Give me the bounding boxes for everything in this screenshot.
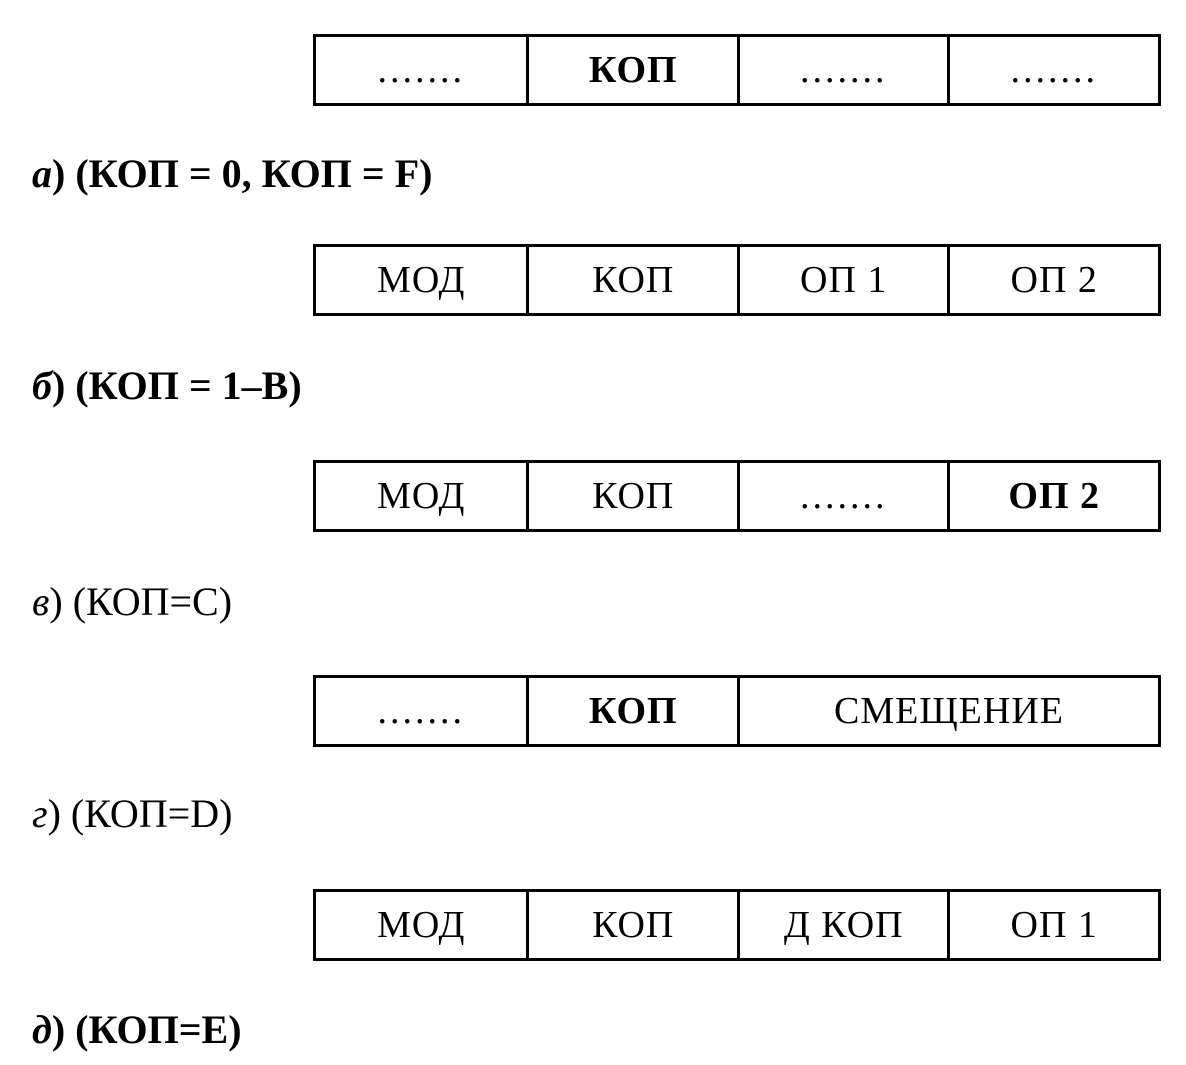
format-c-field-4: ОП 2 bbox=[947, 463, 1158, 529]
format-d-caption: г) (КОП=D) bbox=[32, 790, 232, 837]
format-b-field-1: МОД bbox=[377, 259, 466, 301]
format-d-caption-letter: г bbox=[32, 791, 48, 836]
format-e-field-2: КОП bbox=[526, 892, 737, 958]
format-b-field-4: ОП 2 bbox=[947, 247, 1158, 313]
format-b-caption-letter: б bbox=[32, 363, 52, 408]
format-c-field-1: МОД bbox=[377, 475, 466, 517]
format-e-caption: д) (КОП=Е) bbox=[32, 1006, 242, 1053]
format-d-caption-text: ) (КОП=D) bbox=[47, 791, 233, 836]
format-b-field-2: КОП bbox=[526, 247, 737, 313]
format-a-field-4: ....... bbox=[947, 37, 1158, 103]
format-c-caption: в) (КОП=С) bbox=[32, 578, 232, 625]
format-c-caption-letter: в bbox=[32, 579, 50, 624]
format-d-field-1: ....... bbox=[377, 690, 465, 732]
format-e-row: МОД КОП Д КОП ОП 1 bbox=[313, 889, 1161, 961]
format-e-field-4: ОП 1 bbox=[947, 892, 1158, 958]
format-b-caption: б) (КОП = 1–B) bbox=[32, 362, 302, 409]
format-e-field-1: МОД bbox=[377, 904, 466, 946]
format-a-row: ....... КОП ....... ....... bbox=[313, 34, 1161, 106]
format-d-row: ....... КОП СМЕЩЕНИЕ bbox=[313, 675, 1161, 747]
format-d-field-3: СМЕЩЕНИЕ bbox=[737, 678, 1158, 744]
format-a-field-1: ....... bbox=[377, 49, 465, 91]
format-b-field-3: ОП 1 bbox=[736, 247, 948, 313]
format-a-field-3: ....... bbox=[736, 37, 948, 103]
format-a-caption: а) (КОП = 0, КОП = F) bbox=[32, 150, 432, 197]
format-a-caption-letter: а bbox=[32, 151, 52, 196]
format-c-field-2: КОП bbox=[526, 463, 737, 529]
format-c-row: МОД КОП ....... ОП 2 bbox=[313, 460, 1161, 532]
format-d-field-2: КОП bbox=[526, 678, 737, 744]
format-a-field-2: КОП bbox=[526, 37, 737, 103]
format-e-field-3: Д КОП bbox=[736, 892, 948, 958]
format-b-row: МОД КОП ОП 1 ОП 2 bbox=[313, 244, 1161, 316]
format-e-caption-letter: д bbox=[32, 1007, 52, 1052]
format-b-caption-text: ) (КОП = 1–B) bbox=[51, 363, 302, 408]
format-e-caption-text: ) (КОП=Е) bbox=[51, 1007, 242, 1052]
format-c-field-3: ....... bbox=[736, 463, 948, 529]
format-c-caption-text: ) (КОП=С) bbox=[49, 579, 233, 624]
format-a-caption-text: ) (КОП = 0, КОП = F) bbox=[52, 151, 433, 196]
